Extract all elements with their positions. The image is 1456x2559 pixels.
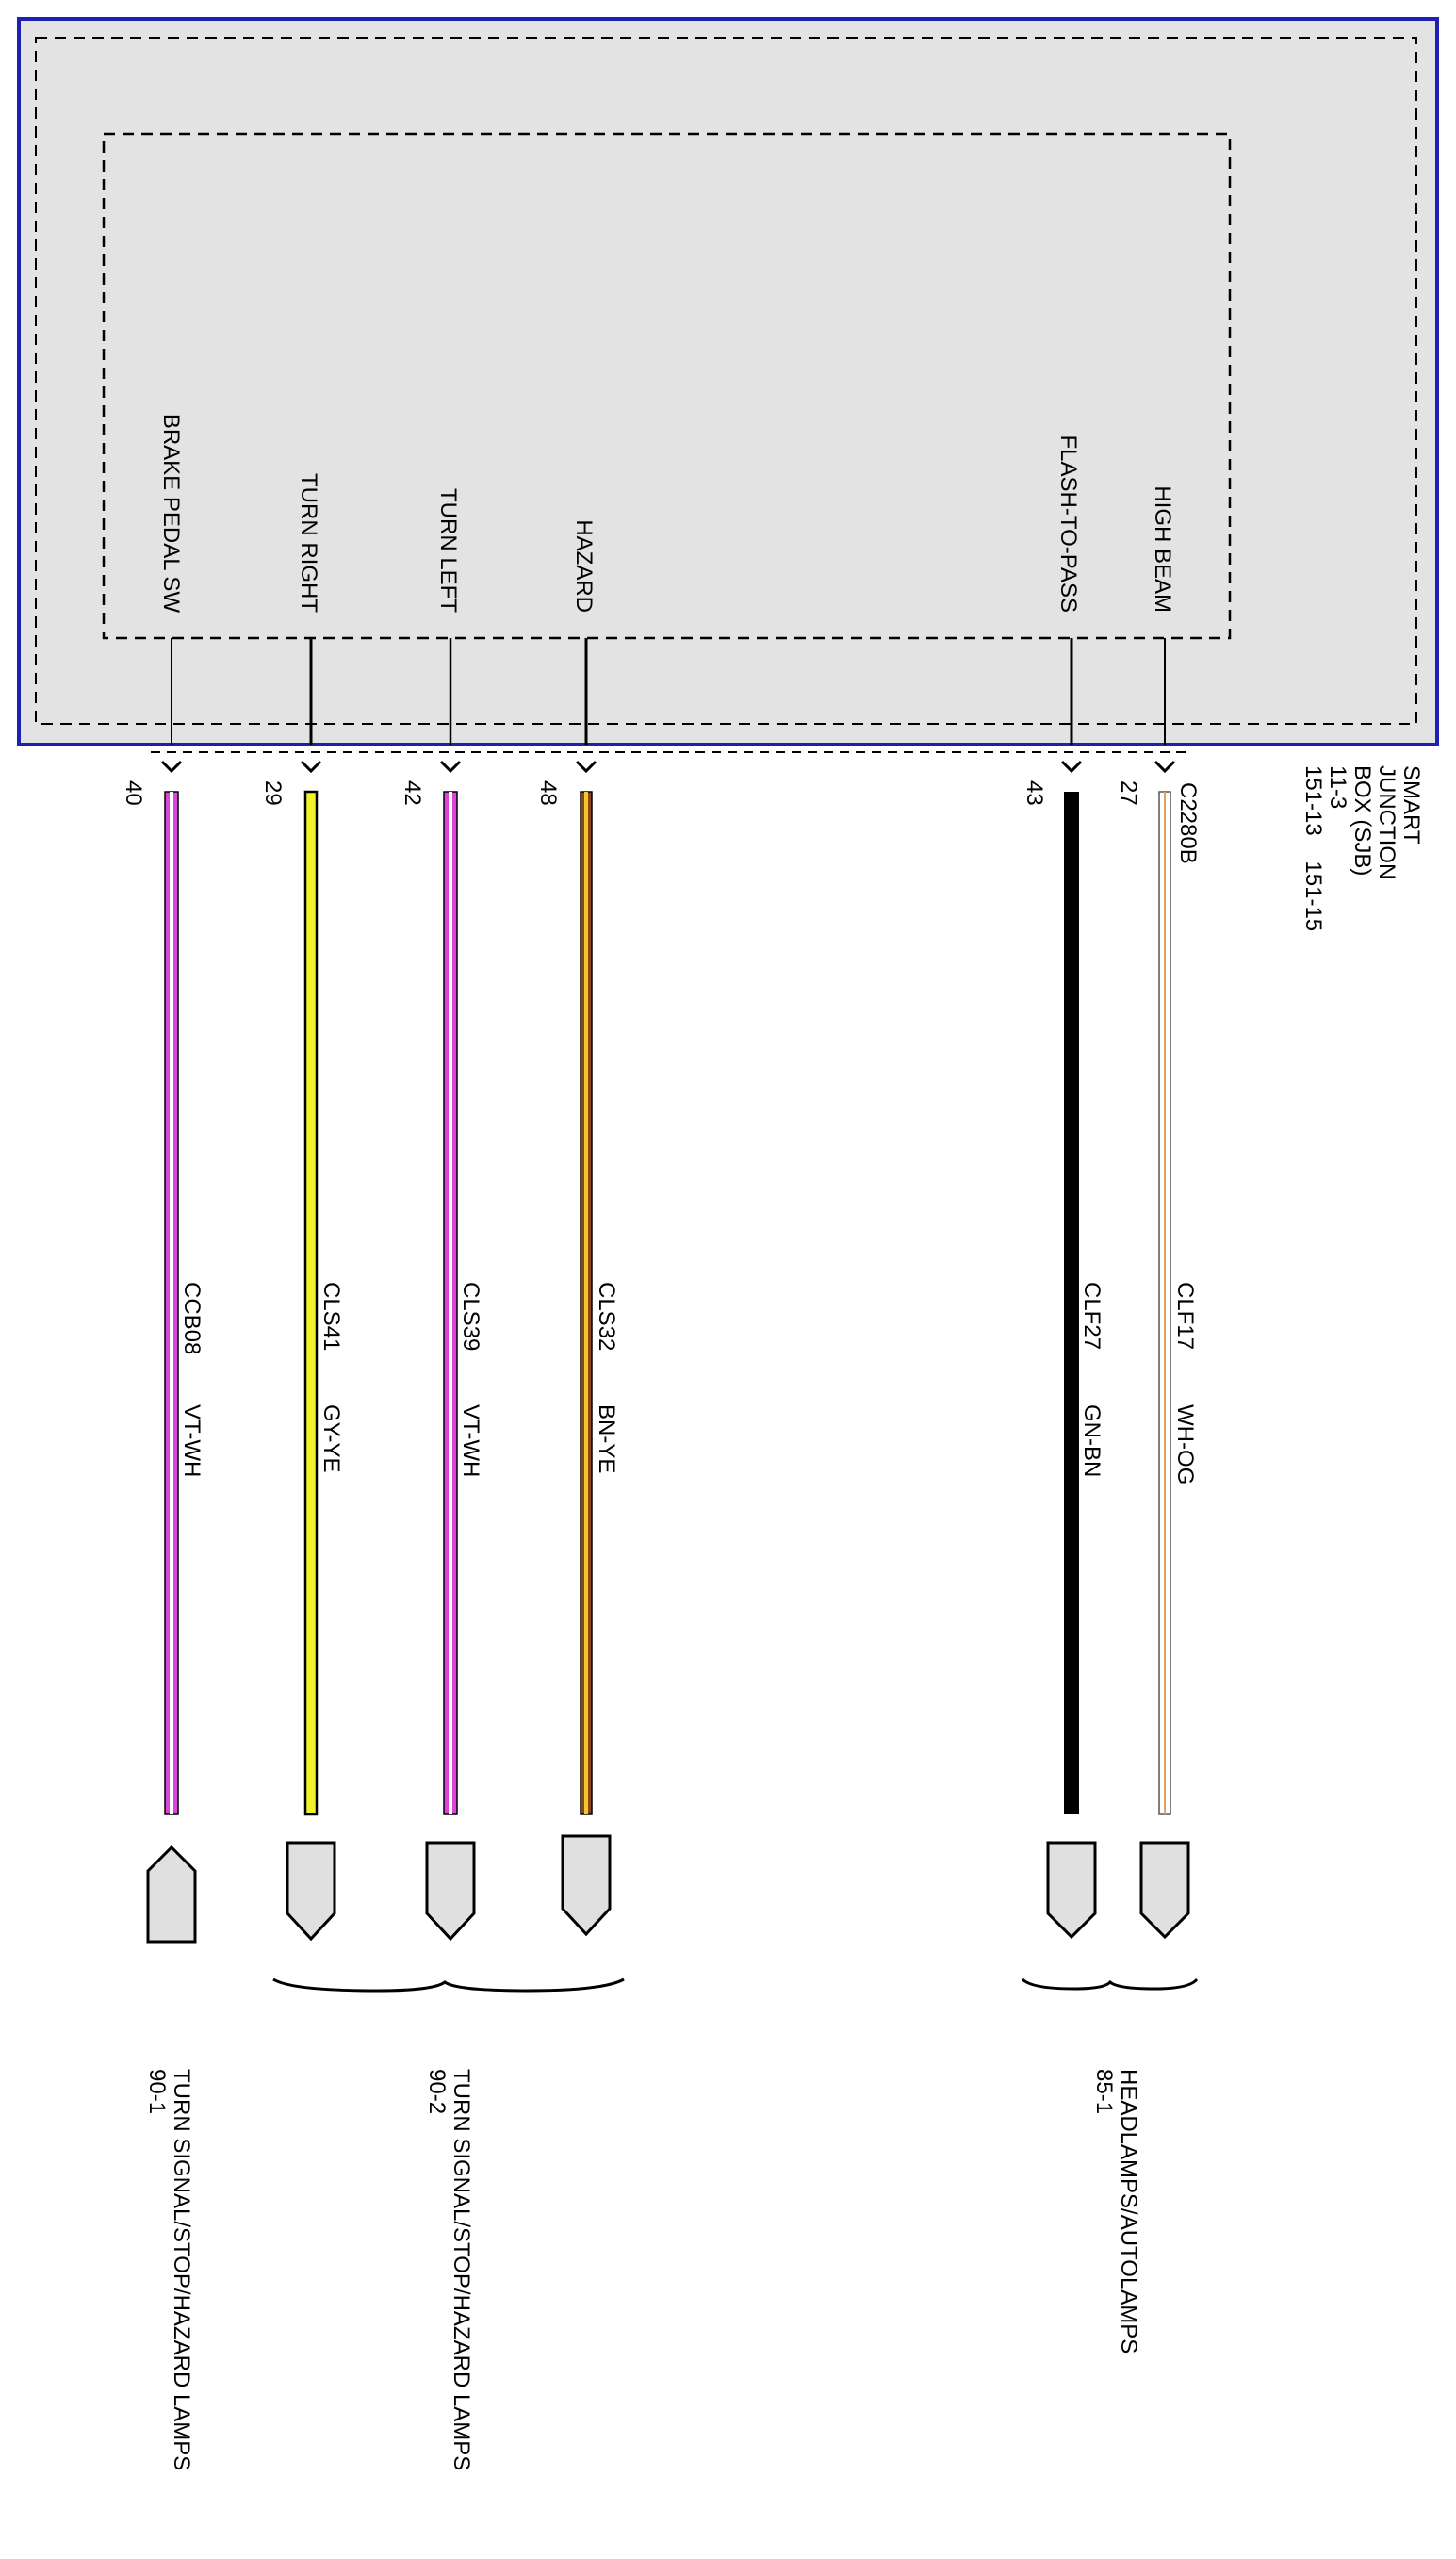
destination-2-name: TURN SIGNAL/STOP/HAZARD LAMPS <box>449 2069 474 2470</box>
pin-label-hazard: HAZARD <box>571 519 597 613</box>
wire-color-code: GY-YE <box>319 1404 344 1472</box>
wire-stripe <box>584 792 588 1814</box>
pin-label-brake-pedal-sw: BRAKE PEDAL SW <box>158 414 184 614</box>
circuit-high-beam[interactable]: HIGH BEAM 27 CLF17 WH-OG <box>1116 485 1198 1940</box>
destination-2-page: 90-2 <box>424 2069 450 2114</box>
circuit-id: CCB08 <box>179 1282 204 1354</box>
destination-3-page: 85-1 <box>1091 2069 1117 2114</box>
wire-body <box>1064 792 1079 1814</box>
circuit-turn-left[interactable]: TURN LEFT 42 CLS39 VT-WH <box>400 488 483 1942</box>
pin-arrow <box>300 760 322 774</box>
pin-label-turn-right: TURN RIGHT <box>296 473 321 613</box>
destination-1: TURN SIGNAL/STOP/HAZARD LAMPS 90-1 <box>144 2069 194 2477</box>
connector-terminal <box>561 1834 612 1937</box>
module-name-line-2: JUNCTION <box>1374 765 1399 879</box>
connector-terminal <box>1046 1841 1097 1940</box>
circuit-hazard[interactable]: HAZARD 48 CLS32 BN-YE <box>535 519 619 1937</box>
connector-terminal <box>146 1845 197 1944</box>
destination-3-name: HEADLAMPS/AUTOLAMPS <box>1116 2069 1141 2354</box>
sjb-module-outer-dash <box>35 37 1417 725</box>
pin-arrow <box>160 760 183 774</box>
circuit-id: CLS41 <box>319 1282 344 1351</box>
connector-terminal <box>286 1841 336 1942</box>
circuit-id: CLF27 <box>1079 1282 1104 1350</box>
destination-3: HEADLAMPS/AUTOLAMPS 85-1 <box>1091 2069 1141 2360</box>
connector-terminal <box>425 1841 476 1942</box>
pin-label-flash-to-pass: FLASH-TO-PASS <box>1055 435 1081 613</box>
destination-1-name: TURN SIGNAL/STOP/HAZARD LAMPS <box>169 2069 194 2470</box>
pin-number: 29 <box>260 780 286 806</box>
wire-stripe <box>449 792 452 1814</box>
module-name-line-1: SMART <box>1399 765 1424 845</box>
wire-color-code: VT-WH <box>179 1404 204 1477</box>
circuit-id: CLS32 <box>594 1282 619 1351</box>
brace-turn-signal-90-2 <box>272 1977 625 1993</box>
destination-1-page: 90-1 <box>144 2069 170 2114</box>
pin-label-high-beam: HIGH BEAM <box>1150 485 1175 613</box>
wire-color-code: GN-BN <box>1079 1404 1104 1477</box>
module-page-refs: 151-13 151-15 <box>1301 765 1326 931</box>
module-name-line-4: 11-3 <box>1325 765 1350 809</box>
pin-number: 48 <box>535 780 561 806</box>
pin-number: 42 <box>400 780 425 806</box>
connector-terminal <box>1139 1841 1190 1940</box>
destination-2: TURN SIGNAL/STOP/HAZARD LAMPS 90-2 <box>424 2069 474 2477</box>
pin-arrow <box>1153 760 1176 774</box>
circuits-group: BRAKE PEDAL SW 40 CCB08 VT-WH TURN RIGHT… <box>121 414 1198 1944</box>
wire-body <box>303 790 319 1816</box>
sjb-module-outline <box>17 17 1439 746</box>
module-name-line-3: BOX (SJB) <box>1350 765 1375 876</box>
pin-arrow <box>1060 760 1083 774</box>
wire-color-code: BN-YE <box>594 1404 619 1473</box>
pin-arrow <box>439 760 462 774</box>
wire-stripe <box>170 792 173 1814</box>
connector-id: C2280B <box>1175 782 1201 864</box>
module-name: SMART JUNCTION BOX (SJB) 11-3 151-13 151… <box>1301 765 1424 931</box>
circuit-brake-pedal-sw[interactable]: BRAKE PEDAL SW 40 CCB08 VT-WH <box>121 414 204 1944</box>
circuit-turn-right[interactable]: TURN RIGHT 29 CLS41 GY-YE <box>260 473 344 1942</box>
pin-number: 40 <box>121 780 146 806</box>
sjb-module-inner-dash <box>102 132 1232 640</box>
wire-color-code: VT-WH <box>458 1404 483 1477</box>
brace-headlamps-85-1 <box>1021 1977 1199 1991</box>
pin-number: 27 <box>1116 780 1141 806</box>
pin-number: 43 <box>1022 780 1047 806</box>
circuit-id: CLS39 <box>458 1282 483 1351</box>
pin-arrow <box>575 760 597 774</box>
pin-label-turn-left: TURN LEFT <box>435 488 461 613</box>
wire-color-code: WH-OG <box>1172 1404 1198 1485</box>
circuit-flash-to-pass[interactable]: FLASH-TO-PASS 43 CLF27 GN-BN <box>1022 435 1104 1940</box>
circuit-id: CLF17 <box>1172 1282 1198 1350</box>
